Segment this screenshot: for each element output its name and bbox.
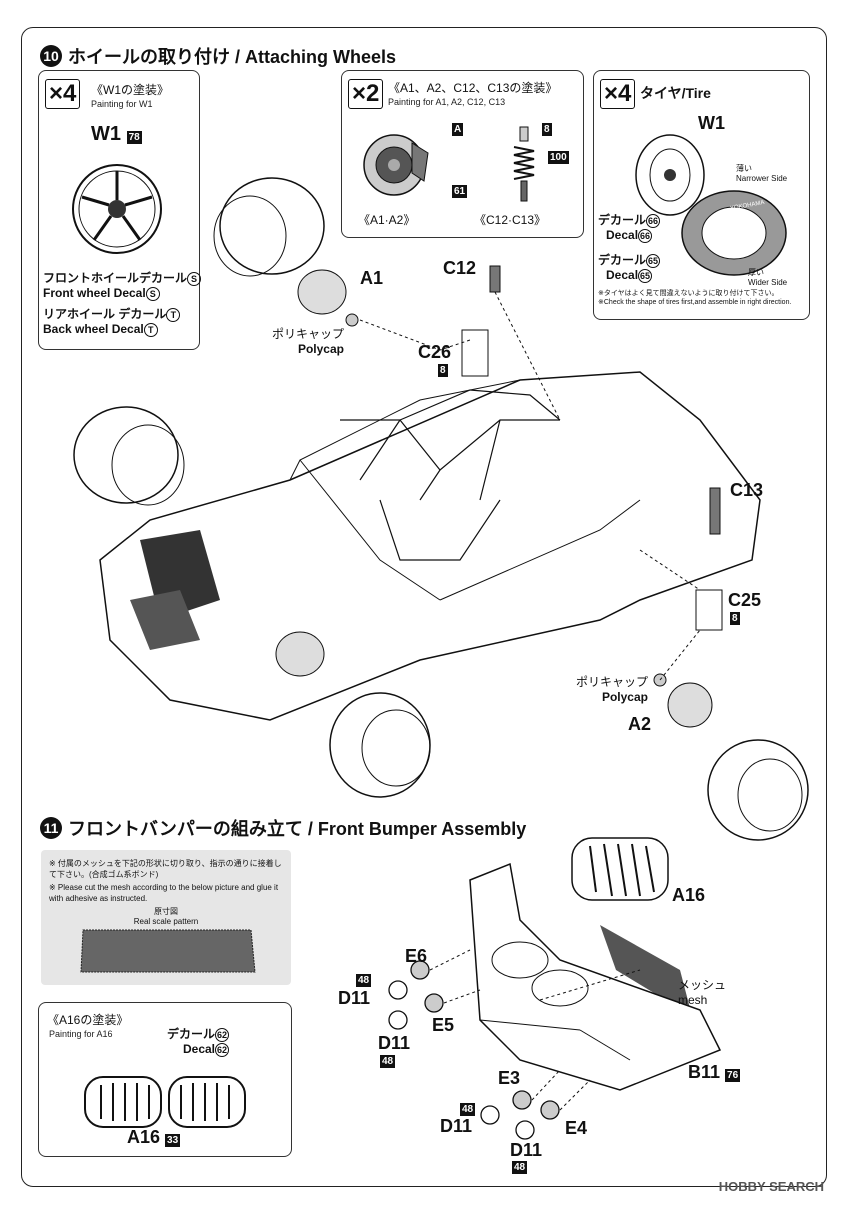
label-d11-4: D11 bbox=[510, 1140, 543, 1160]
d11-tag-2: 48 bbox=[380, 1055, 396, 1068]
tire-note: ※タイヤはよく見て間違えないように取り付けて下さい。※Check the sha… bbox=[598, 290, 792, 306]
label-c12: C12 bbox=[443, 258, 477, 278]
a16-painting-subtitle: Painting for A16 bbox=[49, 1029, 113, 1039]
shock-absorber-icon bbox=[513, 126, 535, 202]
w1-painting-box: ×4 《W1の塗装》 Painting for W1 W1 78 フロントホイー… bbox=[38, 70, 202, 350]
tire-icon bbox=[681, 190, 787, 276]
label-d11-1: D11 bbox=[338, 988, 371, 1008]
step-11-title: 11 フロントバンパーの組み立て / Front Bumper Assembly bbox=[40, 815, 526, 841]
d11-tag-1: 48 bbox=[356, 974, 372, 987]
a1-painting-subtitle: Painting for A1, A2, C12, C13 bbox=[388, 97, 506, 107]
w1-painting-title: 《W1の塗装》 bbox=[91, 83, 170, 97]
instruction-frame bbox=[21, 27, 827, 1187]
a16-part-label: A16 33 bbox=[127, 1127, 181, 1147]
step-10-title-text: ホイールの取り付け / Attaching Wheels bbox=[68, 47, 397, 67]
mesh-note-en: ※ Please cut the mesh according to the b… bbox=[49, 883, 279, 903]
wheel-rim-icon bbox=[635, 134, 705, 216]
label-c26: C26 bbox=[418, 342, 452, 362]
mesh-note-jp: ※ 付属のメッシュを下記の形状に切り取り、指示の通りに接着して下さい。(合成ゴム… bbox=[49, 859, 282, 879]
car-chassis-illustration bbox=[73, 177, 809, 841]
d11-tag-4: 48 bbox=[512, 1161, 528, 1174]
tire-part-label: W1 bbox=[698, 113, 725, 133]
a1-tag-61: 61 bbox=[452, 185, 468, 198]
a1-a2-caption: 《A1·A2》 bbox=[358, 213, 416, 227]
mesh-pattern-shape bbox=[80, 929, 256, 973]
label-c25: C25 bbox=[728, 590, 762, 610]
a1-tag-a: A bbox=[452, 123, 464, 136]
label-d11-3: D11 bbox=[440, 1116, 473, 1136]
label-e4: E4 bbox=[565, 1118, 588, 1138]
a1-multiplier: ×2 bbox=[348, 79, 384, 109]
a16-painting-title: 《A16の塗装》 bbox=[47, 1013, 129, 1027]
w1-multiplier: ×4 bbox=[45, 79, 81, 109]
a1-painting-box: ×2 《A1、A2、C12、C13の塗装》 Painting for A1, A… bbox=[341, 70, 584, 238]
step-11-title-text: フロントバンパーの組み立て / Front Bumper Assembly bbox=[68, 819, 527, 839]
label-e3: E3 bbox=[498, 1068, 521, 1088]
brake-disc-icon bbox=[363, 134, 429, 196]
w1-part-tag: 78 bbox=[126, 131, 142, 144]
a1-tag-8: 8 bbox=[542, 123, 552, 136]
w1-painting-subtitle: Painting for W1 bbox=[91, 99, 153, 109]
tire-multiplier: ×4 bbox=[600, 79, 636, 109]
c12-c13-caption: 《C12·C13》 bbox=[474, 213, 547, 227]
front-bumper-illustration bbox=[388, 837, 722, 1140]
a1-painting-title: 《A1、A2、C12、C13の塗装》 bbox=[388, 81, 558, 95]
label-d11-2: D11 bbox=[378, 1033, 411, 1053]
wheel-w1-icon bbox=[72, 164, 162, 254]
w1-part-label: W1 78 bbox=[91, 123, 142, 145]
label-a16: A16 bbox=[672, 885, 706, 905]
label-b11: B11 76 bbox=[688, 1062, 741, 1082]
d11-tag-3: 48 bbox=[460, 1103, 476, 1116]
label-c13: C13 bbox=[730, 480, 764, 500]
tire-title: タイヤ/Tire bbox=[640, 85, 711, 101]
watermark: HOBBY SEARCH bbox=[718, 1179, 824, 1194]
kidney-grille-icon bbox=[84, 1076, 246, 1128]
label-e6: E6 bbox=[405, 946, 428, 966]
mesh-note-box: ※ 付属のメッシュを下記の形状に切り取り、指示の通りに接着して下さい。(合成ゴム… bbox=[41, 850, 291, 985]
a1-tag-100: 100 bbox=[548, 151, 569, 164]
step-10-number: 10 bbox=[40, 45, 62, 67]
c25-tag: 8 bbox=[730, 612, 740, 625]
c26-tag: 8 bbox=[438, 364, 448, 377]
label-a1: A1 bbox=[360, 268, 384, 288]
step-10-title: 10 ホイールの取り付け / Attaching Wheels bbox=[40, 43, 396, 69]
step-11-number: 11 bbox=[40, 817, 62, 839]
label-e5: E5 bbox=[432, 1015, 455, 1035]
label-a2: A2 bbox=[628, 714, 652, 734]
